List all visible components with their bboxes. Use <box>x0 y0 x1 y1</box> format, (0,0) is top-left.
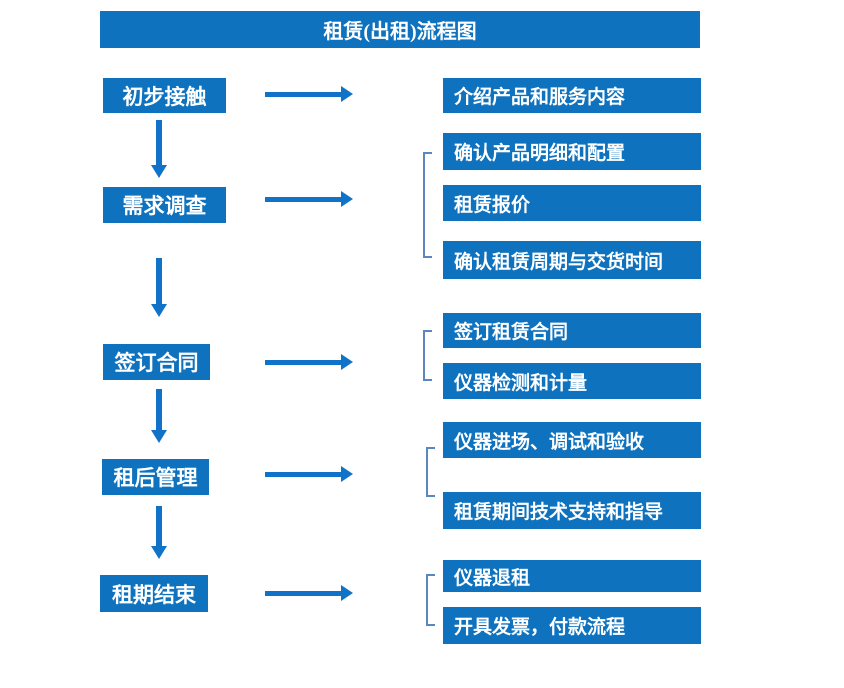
detail-box-tech-support: 租赁期间技术支持和指导 <box>443 492 701 529</box>
stage-box-post-rental-management: 租后管理 <box>102 459 209 495</box>
stage-box-rental-end: 租期结束 <box>100 575 208 612</box>
arrow-head <box>151 546 167 559</box>
right-arrow-icon <box>265 354 353 370</box>
arrow-head <box>151 165 167 178</box>
down-arrow-icon <box>151 120 167 178</box>
arrow-head <box>341 585 353 601</box>
down-arrow-icon <box>151 506 167 559</box>
detail-box-introduce-products: 介绍产品和服务内容 <box>443 78 701 113</box>
stage-box-demand-survey: 需求调查 <box>103 187 226 223</box>
detail-box-rental-quote: 租赁报价 <box>443 185 701 221</box>
arrow-head <box>341 191 353 207</box>
flowchart-title: 租赁(出租)流程图 <box>100 11 700 48</box>
arrow-stem <box>156 120 162 165</box>
detail-box-confirm-product-config: 确认产品明细和配置 <box>443 133 701 170</box>
arrow-head <box>341 86 353 102</box>
arrow-stem <box>265 471 341 477</box>
right-arrow-icon <box>265 466 353 482</box>
detail-box-instrument-return: 仪器退租 <box>443 560 701 592</box>
down-arrow-icon <box>151 389 167 443</box>
right-arrow-icon <box>265 191 353 207</box>
arrow-stem <box>265 91 341 97</box>
arrow-stem <box>265 590 341 596</box>
detail-box-sign-rental-contract: 签订租赁合同 <box>443 313 701 348</box>
right-arrow-icon <box>265 585 353 601</box>
detail-box-instrument-testing: 仪器检测和计量 <box>443 363 701 399</box>
down-arrow-icon <box>151 258 167 317</box>
detail-box-confirm-period-delivery: 确认租赁周期与交货时间 <box>443 241 701 279</box>
arrow-stem <box>156 389 162 430</box>
group-bracket-icon <box>423 330 432 381</box>
group-bracket-icon <box>426 447 435 497</box>
arrow-head <box>151 304 167 317</box>
arrow-stem <box>156 506 162 546</box>
right-arrow-icon <box>265 86 353 102</box>
group-bracket-icon <box>423 152 432 258</box>
detail-box-instrument-setup-acceptance: 仪器进场、调试和验收 <box>443 422 701 458</box>
arrow-stem <box>156 258 162 304</box>
arrow-stem <box>265 359 341 365</box>
stage-box-initial-contact: 初步接触 <box>103 78 226 113</box>
arrow-head <box>341 466 353 482</box>
arrow-stem <box>265 196 341 202</box>
group-bracket-icon <box>426 574 435 626</box>
arrow-head <box>151 430 167 443</box>
stage-box-sign-contract: 签订合同 <box>103 344 210 380</box>
arrow-head <box>341 354 353 370</box>
detail-box-invoice-payment: 开具发票，付款流程 <box>443 607 701 644</box>
